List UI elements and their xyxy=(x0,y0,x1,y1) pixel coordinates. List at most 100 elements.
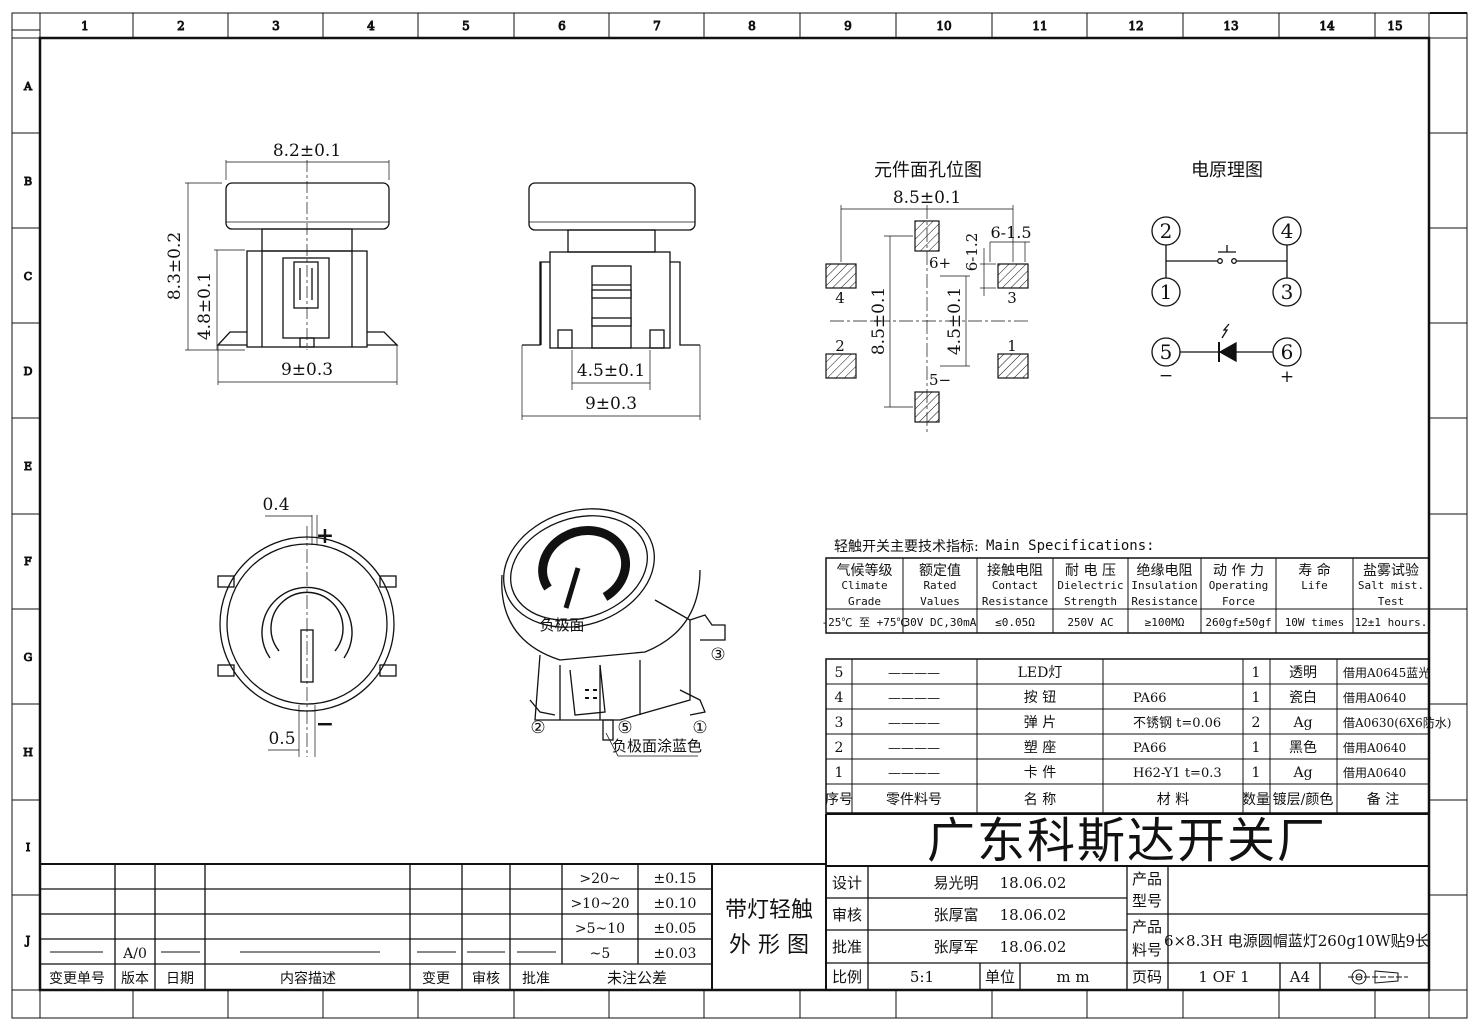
revision-header: 变更 xyxy=(422,971,450,987)
iso-pin5: ⑤ xyxy=(617,718,632,738)
pcb-pad-2: 2 xyxy=(835,337,845,355)
iso-pin2: ② xyxy=(530,718,545,738)
spec-header-cn: 接触电阻 xyxy=(987,562,1043,579)
dim-front-base-width: 9±0.3 xyxy=(281,360,333,380)
bom-header-qty: 数量 xyxy=(1242,792,1270,808)
part-label-2: 料号 xyxy=(1132,941,1162,959)
bom-finish: 透明 xyxy=(1289,665,1317,681)
grid-col-label: 7 xyxy=(653,19,661,33)
bom-finish: Ag xyxy=(1292,765,1312,781)
schematic-pin-3: 3 xyxy=(1281,280,1294,304)
schematic-minus: − xyxy=(1159,366,1173,386)
tolerance-range: ~5 xyxy=(590,946,611,962)
spec-header-cn: 耐 电 压 xyxy=(1065,563,1116,579)
model-label-1: 产品 xyxy=(1132,870,1162,888)
bom-finish: 黑色 xyxy=(1289,739,1317,756)
pcb-pad-1: 1 xyxy=(1007,337,1017,355)
bom-name: LED灯 xyxy=(1018,665,1063,681)
design-date: 18.06.02 xyxy=(1000,874,1067,892)
spec-header-en2: Strength xyxy=(1064,595,1117,608)
check-date: 18.06.02 xyxy=(1000,906,1067,924)
grid-col-label: 12 xyxy=(1128,19,1143,33)
spec-value: -25℃ 至 +75℃ xyxy=(822,616,908,629)
pcb-pad-6: 6+ xyxy=(929,254,951,272)
spec-value: 250V AC xyxy=(1067,616,1113,629)
bom-qty: 2 xyxy=(1252,715,1261,731)
spec-header-en2: Force xyxy=(1222,595,1255,608)
bom-part: ———— xyxy=(888,766,940,781)
pcb-dim-pad-h: 6-1.2 xyxy=(963,233,981,271)
revision-header: 批准 xyxy=(522,971,550,987)
bom-note: 借用A0640 xyxy=(1343,766,1406,780)
page-value: 1 OF 1 xyxy=(1198,968,1249,986)
specs-heading-cn: 轻触开关主要技术指标: xyxy=(834,539,979,555)
grid-col-label: 4 xyxy=(367,19,375,33)
dim-lead-top: 0.4 xyxy=(262,495,289,515)
spec-header-cn: 绝缘电阻 xyxy=(1137,563,1193,579)
revision-header: 内容描述 xyxy=(280,970,336,987)
unit-value: m m xyxy=(1056,968,1089,986)
dim-cap-width: 8.2±0.1 xyxy=(273,141,341,161)
approve-name: 张厚军 xyxy=(933,938,978,956)
revision-header: 版本 xyxy=(121,971,149,987)
bom-header-name: 名 称 xyxy=(1024,792,1056,808)
bom-no: 3 xyxy=(835,715,844,731)
spec-value: 260gf±50gf xyxy=(1205,616,1271,629)
tolerance-value: ±0.05 xyxy=(654,921,697,937)
revision-header: 变更单号 xyxy=(49,971,105,987)
bom-material: 不锈钢 t=0.06 xyxy=(1133,716,1221,731)
page-label: 页码 xyxy=(1132,968,1162,986)
side-cap xyxy=(528,182,696,231)
spec-header-en: Dielectric xyxy=(1057,579,1123,592)
spec-header-en: Insulation xyxy=(1131,579,1197,592)
tolerance-table: >20~±0.15>10~20±0.10>5~10±0.05~5±0.03 xyxy=(570,871,696,962)
tolerance-range: >10~20 xyxy=(570,896,629,912)
spec-value: ≤0.05Ω xyxy=(995,616,1035,629)
grid-col-label: 13 xyxy=(1223,19,1238,33)
pcb-dim-height: 8.5±0.1 xyxy=(869,287,889,355)
grid-row-label: G xyxy=(24,651,33,664)
spec-header-en2: Resistance xyxy=(1131,595,1197,608)
spec-header-cn: 气候等级 xyxy=(837,562,893,579)
bom-header-finish: 镀层/颜色 xyxy=(1273,791,1334,808)
bom-qty: 1 xyxy=(1252,665,1261,681)
grid-col-label: 11 xyxy=(1032,19,1047,33)
front-view xyxy=(185,160,399,385)
grid-row-label: B xyxy=(24,175,32,188)
revision-version: A/0 xyxy=(122,946,147,962)
schematic-title: 电原理图 xyxy=(1191,160,1263,181)
grid-row-label: C xyxy=(24,270,32,283)
tolerance-range: >20~ xyxy=(579,871,620,887)
dim-side-base-width: 9±0.3 xyxy=(585,394,637,414)
drawing-title-1: 带灯轻触 xyxy=(725,898,813,923)
bom-name: 按 钮 xyxy=(1024,690,1056,706)
bom-part: ———— xyxy=(888,716,940,731)
spec-header-en: Life xyxy=(1301,579,1328,592)
bom-no: 5 xyxy=(835,665,844,681)
grid-row-label: H xyxy=(23,746,33,759)
pcb-title: 元件面孔位图 xyxy=(874,160,982,181)
pcb-dim-pitch: 4.5±0.1 xyxy=(945,287,965,355)
approve-label: 批准 xyxy=(832,938,862,956)
spec-header-en2: Values xyxy=(920,595,960,608)
check-name: 张厚富 xyxy=(933,906,978,924)
dim-inner-width: 4.5±0.1 xyxy=(577,361,645,381)
pcb-dim-pad-w: 6-1.5 xyxy=(990,223,1031,242)
approve-date: 18.06.02 xyxy=(1000,938,1067,956)
bom-no: 4 xyxy=(835,690,844,706)
bom-qty: 1 xyxy=(1252,765,1261,781)
scale-label: 比例 xyxy=(832,968,862,986)
spec-header-en: Climate xyxy=(841,579,887,592)
grid-row-label: D xyxy=(24,365,33,378)
bom-name: 卡 件 xyxy=(1024,765,1056,781)
grid-row-label: I xyxy=(26,841,30,854)
schematic-pin-6: 6 xyxy=(1281,340,1294,364)
spec-header-en2: Test xyxy=(1378,595,1405,608)
grid-row-label: F xyxy=(24,555,32,568)
spec-header-en: Contact xyxy=(992,579,1038,592)
tolerance-value: ±0.15 xyxy=(654,871,697,887)
grid-col-label: 1 xyxy=(81,19,89,33)
spec-header-en2: Resistance xyxy=(982,595,1048,608)
